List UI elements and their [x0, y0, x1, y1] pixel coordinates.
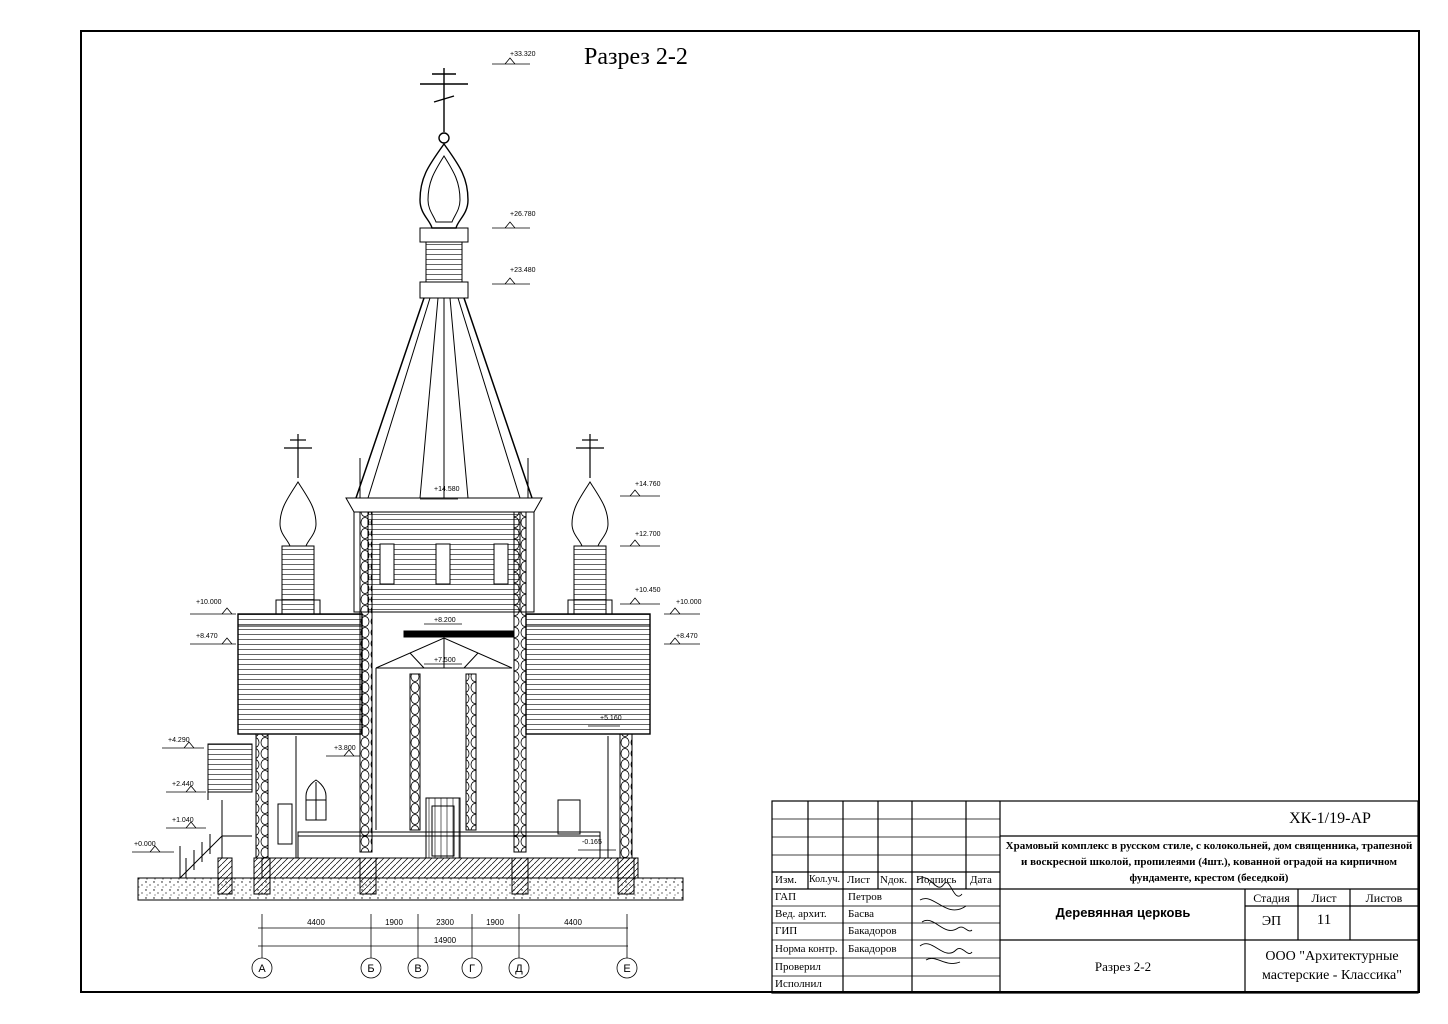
axis-label: Б: [367, 963, 374, 975]
dimension-label: 1900: [385, 918, 403, 927]
left-wing-roof: [237, 613, 363, 735]
left-small-dome: [275, 481, 321, 615]
sheet-name: Разрез 2-2: [1094, 959, 1152, 974]
elevation-label: +12.700: [635, 531, 661, 538]
person-name: Басва: [848, 908, 875, 920]
role-label: Вед. архит.: [775, 908, 827, 920]
dimension-label: 4400: [307, 918, 325, 927]
person-name: Бакадоров: [848, 925, 897, 937]
roof-truss: [375, 637, 513, 830]
central-cross: [420, 68, 468, 144]
role-label: ГАП: [775, 891, 797, 903]
right-wing-roof: [525, 613, 651, 735]
person-name: Петров: [848, 891, 882, 903]
elevation-label: +23.480: [510, 267, 536, 274]
elevation-label: +10.450: [635, 587, 661, 594]
sheet-number: 11: [1316, 912, 1332, 928]
iconostasis: [297, 797, 601, 859]
role-label: ГИП: [775, 925, 798, 937]
object-name: Деревянная церковь: [1055, 905, 1191, 920]
title-block-thin-lines: [772, 818, 1000, 977]
elevation-label: +10.000: [676, 599, 702, 606]
dimension-label: 4400: [564, 918, 582, 927]
dimension-total-label: 14900: [434, 936, 457, 945]
elevation-marks: [132, 57, 700, 853]
tent-spire: [345, 297, 543, 513]
dimension-lines: [251, 914, 638, 979]
elevation-label: +7.500: [434, 657, 456, 664]
company-name: ООО "Архитектурные мастерские - Классика…: [1262, 949, 1402, 983]
col-header-ndok: Nдок.: [880, 874, 908, 886]
dimension-label: 2300: [436, 918, 454, 927]
window: [277, 779, 581, 845]
interior-columns: [255, 673, 633, 859]
central-dome: [419, 142, 469, 299]
role-label: Норма контр.: [775, 943, 838, 955]
left-small-cross: [284, 434, 312, 478]
ground: [137, 857, 684, 901]
elevation-label: +0.000: [134, 841, 156, 848]
elevation-label: -0.165: [582, 839, 602, 846]
elevation-label: +3.800: [334, 745, 356, 752]
right-small-cross: [576, 434, 604, 478]
right-small-dome: [567, 481, 613, 615]
role-label: Проверил: [775, 961, 821, 973]
project-description: Храмовый комплекс в русском стиле, с кол…: [1005, 840, 1413, 884]
elevation-label: +5.160: [600, 715, 622, 722]
col-header-kol: Кол.уч.: [809, 874, 841, 885]
role-label: Исполнил: [775, 978, 822, 990]
col-header-podpis: Подпись: [916, 874, 957, 886]
col-header-data: Дата: [970, 874, 992, 886]
person-name: Бакадоров: [848, 943, 897, 955]
title-block-grid: [771, 800, 1419, 994]
porch: [179, 743, 253, 879]
octagon-drum: [353, 511, 535, 853]
elevation-label: +8.470: [196, 633, 218, 640]
signatures: [917, 877, 973, 964]
elevation-label: +8.200: [434, 617, 456, 624]
axis-label: Е: [623, 963, 630, 975]
axis-label: В: [414, 963, 421, 975]
dimension-label: 1900: [486, 918, 504, 927]
axis-label: Г: [469, 963, 475, 975]
stage-header: Стадия: [1253, 891, 1290, 905]
stage-value: ЭП: [1261, 914, 1282, 929]
elevation-label: +4.290: [168, 737, 190, 744]
elevation-label: +1.040: [172, 817, 194, 824]
drawing-code: ХК-1/19-АР: [1289, 810, 1371, 827]
elevation-label: +26.780: [510, 211, 536, 218]
axis-label: Д: [515, 963, 523, 975]
col-header-izm: Изм.: [775, 874, 797, 886]
elevation-label: +14.580: [434, 486, 460, 493]
axis-label: А: [258, 963, 266, 975]
elevation-label: +8.470: [676, 633, 698, 640]
elevation-label: +10.000: [196, 599, 222, 606]
sheets-header: Листов: [1365, 891, 1403, 905]
drawing-title: Разрез 2-2: [584, 44, 688, 70]
col-header-list: Лист: [847, 874, 871, 886]
elevation-label: +14.760: [635, 481, 661, 488]
elevation-label: +2.440: [172, 781, 194, 788]
elevation-label: +33.320: [510, 51, 536, 58]
drawing-frame: [80, 30, 1420, 993]
sheet-header: Лист: [1311, 891, 1337, 905]
